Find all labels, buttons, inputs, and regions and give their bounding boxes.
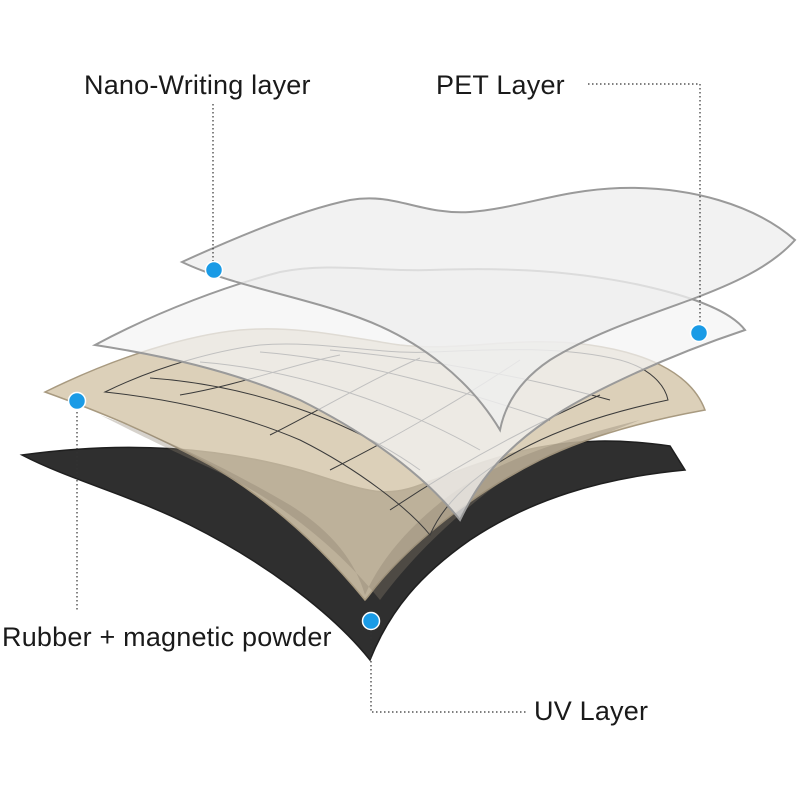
nano-writing-marker-dot [204, 260, 224, 280]
rubber-magnetic-powder-label: Rubber + magnetic powder [2, 622, 332, 652]
uv-layer-label: UV Layer [534, 696, 649, 726]
pet-leader-line [588, 83, 701, 332]
pet-layer-label: PET Layer [436, 70, 565, 100]
nano-writing-layer-shape [179, 186, 797, 433]
uv-marker-dot [361, 611, 381, 631]
rubber-marker-dot [67, 391, 87, 411]
uv-leader-line [370, 621, 528, 713]
pet-marker-dot [689, 323, 709, 343]
nano-writing-layer-label: Nano-Writing layer [84, 70, 311, 100]
